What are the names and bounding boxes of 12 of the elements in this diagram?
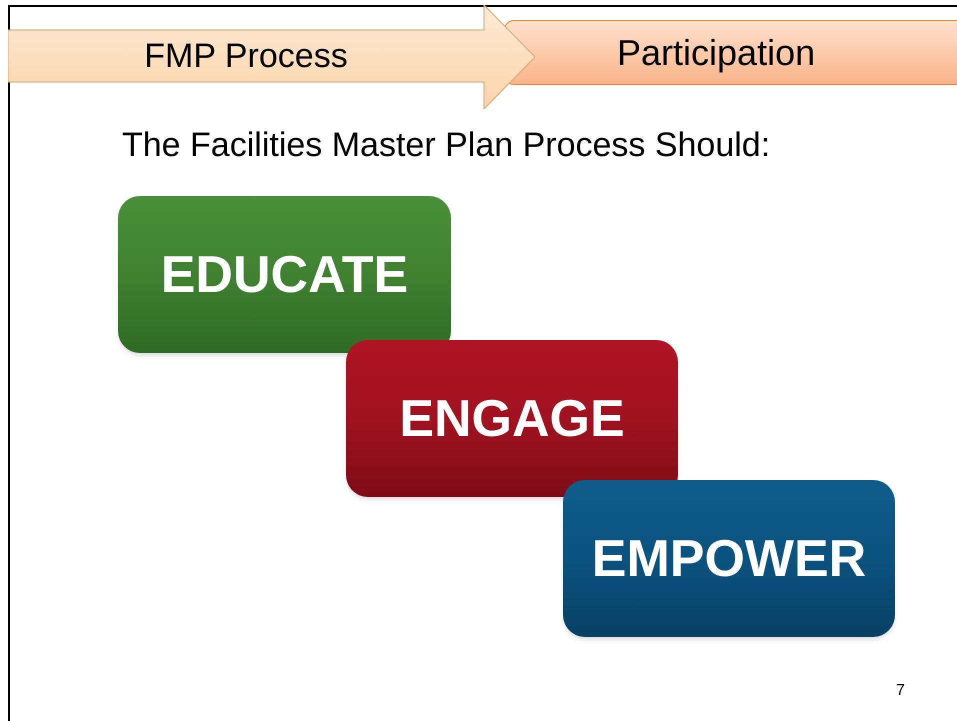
action-label: EMPOWER [592,532,866,584]
step-label: FMP Process [144,39,348,73]
section-label: Participation [617,34,816,70]
action-box [563,480,895,637]
slide-heading: The Facilities Master Plan Process Should: [122,125,770,166]
action-box [346,340,678,497]
process-arrow [8,5,535,109]
action-label: ENGAGE [399,392,625,444]
action-box [118,196,451,353]
section-tab [504,20,957,85]
action-label: EDUCATE [160,248,408,300]
page-number: 7 [896,681,905,701]
